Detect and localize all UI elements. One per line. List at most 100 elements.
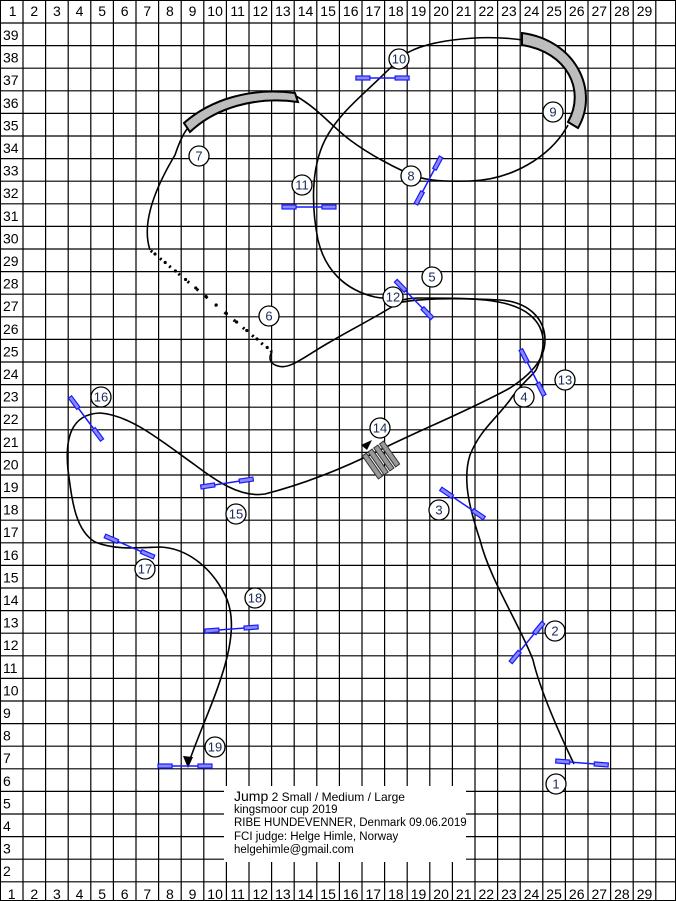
obstacle-number-5: 5 [421, 266, 443, 288]
column-label-bottom: 10 [207, 886, 223, 901]
obstacle-number-8: 8 [400, 165, 422, 187]
jump-10 [355, 75, 410, 81]
column-label-top: 22 [479, 3, 495, 19]
column-label-bottom: 2 [30, 886, 38, 901]
row-label-left: 4 [3, 818, 11, 834]
column-label-bottom: 25 [546, 886, 562, 901]
column-label-top: 23 [501, 3, 517, 19]
column-label-bottom: 13 [275, 886, 291, 901]
svg-text:1: 1 [552, 777, 559, 792]
svg-text:19: 19 [208, 740, 222, 755]
obstacle-number-18: 18 [244, 587, 266, 609]
column-label-top: 15 [320, 3, 336, 19]
column-label-top: 16 [343, 3, 359, 19]
obstacle-number-19: 19 [204, 736, 226, 758]
row-labels: 3939383837373636353534343333323231313030… [3, 27, 19, 879]
column-label-top: 19 [411, 3, 427, 19]
column-label-top: 10 [207, 3, 223, 19]
jump-11 [281, 204, 337, 210]
column-label-top: 6 [121, 3, 129, 19]
row-label-left: 26 [3, 321, 19, 337]
weave-poles-6 [153, 252, 269, 350]
column-label-top: 21 [456, 3, 472, 19]
column-label-top: 18 [388, 3, 404, 19]
tunnel-7 [182, 90, 300, 134]
obstacle-number-17: 17 [134, 558, 156, 580]
jump-18 [204, 624, 259, 634]
table-arrow-icon [361, 440, 372, 450]
column-label-top: 5 [98, 3, 106, 19]
svg-text:4: 4 [520, 390, 527, 405]
column-label-bottom: 29 [637, 886, 653, 901]
row-label-left: 24 [3, 366, 19, 382]
obstacle-number-13: 13 [554, 369, 576, 391]
row-label-left: 11 [3, 660, 18, 676]
judge-name: FCI judge: Helge Himle, Norway [234, 830, 399, 843]
row-label-left: 16 [3, 547, 19, 563]
course-info-box: Jump 2 Small / Medium / Large kingsmoor … [224, 786, 467, 862]
column-label-bottom: 6 [121, 886, 129, 901]
column-label-top: 12 [253, 3, 269, 19]
obstacle-number-12: 12 [382, 286, 404, 308]
obstacle-number-6: 6 [258, 305, 280, 327]
column-label-bottom: 21 [456, 886, 472, 901]
row-label-left: 19 [3, 479, 19, 495]
row-label-left: 39 [3, 27, 19, 43]
obstacle-number-9: 9 [542, 101, 564, 123]
jump-8 [413, 155, 444, 206]
row-label-left: 12 [3, 637, 19, 653]
column-label-bottom: 1 [8, 886, 16, 901]
end-arrow-icon [183, 756, 193, 768]
svg-text:5: 5 [428, 270, 435, 285]
column-label-bottom: 28 [614, 886, 630, 901]
row-label-left: 6 [3, 773, 11, 789]
column-label-bottom: 12 [253, 886, 269, 901]
column-label-top: 4 [76, 3, 84, 19]
row-label-left: 29 [3, 253, 19, 269]
row-label-left: 13 [3, 615, 19, 631]
column-label-bottom: 14 [298, 886, 314, 901]
obstacle-number-2: 2 [544, 620, 566, 642]
column-label-top: 17 [366, 3, 382, 19]
svg-text:2: 2 [551, 624, 558, 639]
column-label-top: 28 [614, 3, 630, 19]
event-name: kingsmoor cup 2019 [234, 804, 338, 817]
column-label-bottom: 18 [388, 886, 404, 901]
contact-email: helgehimle@gmail.com [234, 843, 354, 856]
column-label-top: 9 [189, 3, 197, 19]
column-labels: 1122334455667788991010111112121313141415… [8, 3, 653, 901]
jump-16 [67, 394, 105, 443]
row-label-left: 23 [3, 389, 19, 405]
column-label-bottom: 19 [411, 886, 427, 901]
svg-text:18: 18 [248, 591, 262, 606]
column-label-top: 8 [166, 3, 174, 19]
column-label-top: 29 [637, 3, 653, 19]
svg-text:9: 9 [549, 105, 556, 120]
jump-2 [508, 620, 546, 665]
svg-text:14: 14 [373, 421, 387, 436]
svg-text:3: 3 [435, 503, 442, 518]
obstacle-number-15: 15 [225, 503, 247, 525]
jump-19 [157, 763, 213, 769]
column-label-bottom: 11 [230, 886, 245, 901]
row-label-left: 35 [3, 117, 19, 133]
obstacle-number-11: 11 [291, 174, 313, 196]
svg-text:12: 12 [386, 290, 400, 305]
column-label-top: 13 [275, 3, 291, 19]
column-label-bottom: 27 [592, 886, 608, 901]
column-label-bottom: 17 [366, 886, 382, 901]
column-label-top: 20 [433, 3, 449, 19]
club-and-date: RIBE HUNDEVENNER, Denmark 09.06.2019 [234, 817, 467, 830]
row-label-left: 37 [3, 72, 19, 88]
obstacle-number-14: 14 [369, 417, 391, 439]
column-label-top: 3 [53, 3, 61, 19]
jump-1 [554, 758, 610, 768]
course-title: Jump [234, 788, 269, 804]
course-classes: 2 Small / Medium / Large [268, 790, 405, 804]
obstacle-number-7: 7 [188, 145, 210, 167]
jump-4 [518, 347, 547, 398]
row-label-left: 8 [3, 728, 11, 744]
row-label-left: 14 [3, 592, 19, 608]
